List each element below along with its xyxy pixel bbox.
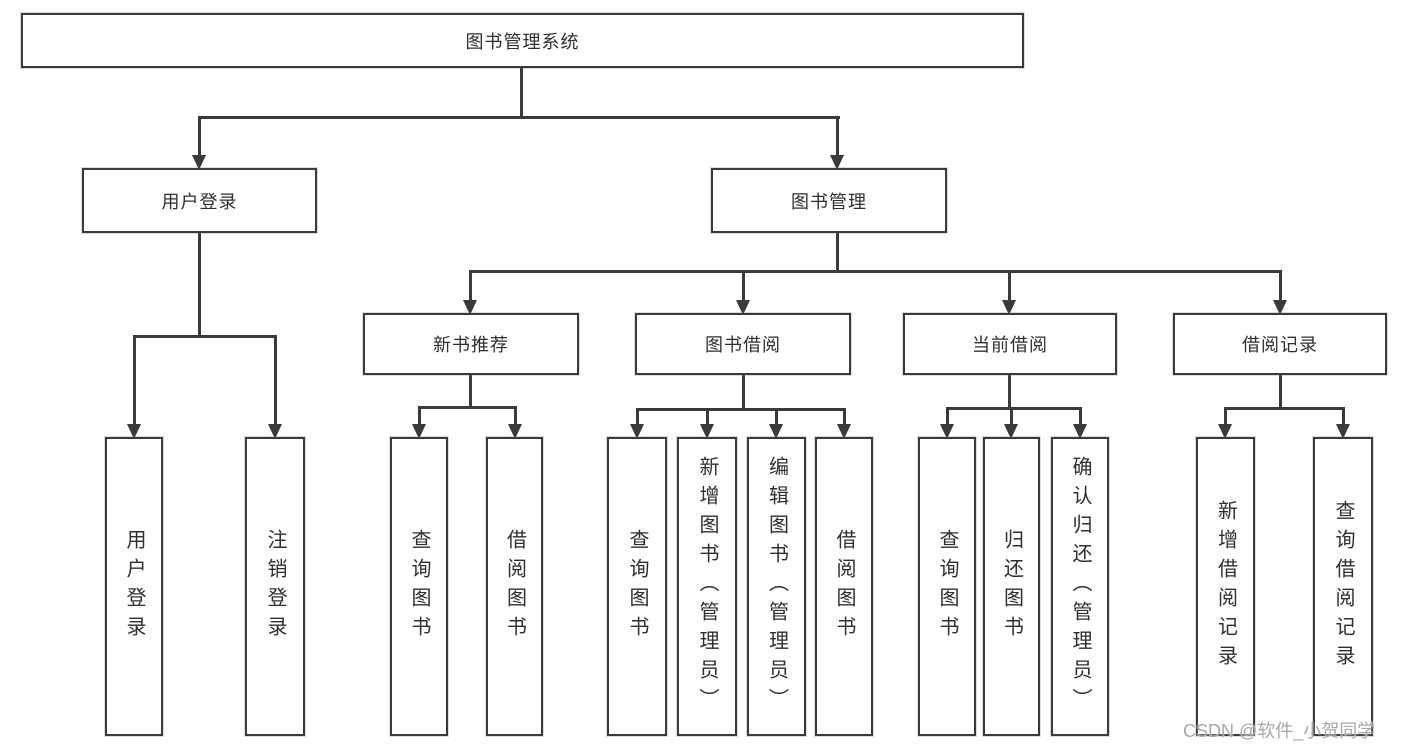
leaf-label: 新增借阅记录	[1214, 499, 1237, 674]
leaf-query-books-borrow: 查询图书	[607, 437, 667, 736]
connector-line	[1279, 375, 1282, 409]
connector-line	[946, 407, 1082, 410]
arrow-down-icon	[830, 155, 844, 170]
connector-line	[1279, 270, 1282, 301]
arrow-down-icon	[1273, 300, 1287, 315]
arrow-down-icon	[736, 300, 750, 315]
connector-line	[198, 233, 201, 337]
node-library-management-system: 图书管理系统	[21, 13, 1024, 68]
arrow-down-icon	[940, 424, 954, 439]
connector-line	[836, 233, 839, 272]
arrow-down-icon	[1218, 424, 1232, 439]
leaf-label: 注销登录	[264, 528, 286, 645]
leaf-label: 查询图书	[408, 528, 430, 645]
csdn-watermark: CSDN @软件_小贺同学	[1183, 721, 1376, 741]
connector-line	[274, 335, 277, 425]
connector-line	[1342, 407, 1345, 425]
leaf-label: 确认归还（管理员）	[1069, 456, 1091, 717]
node-current-borrowing: 当前借阅	[903, 313, 1117, 375]
node-user-login: 用户登录	[82, 168, 317, 233]
leaf-confirm-return-admin: 确认归还（管理员）	[1051, 437, 1109, 736]
connector-line	[1010, 407, 1013, 425]
connector-line	[198, 116, 840, 119]
arrow-down-icon	[700, 424, 714, 439]
arrow-down-icon	[630, 424, 644, 439]
connector-line	[775, 408, 778, 425]
arrow-down-icon	[1073, 424, 1087, 439]
node-borrowing-records: 借阅记录	[1173, 313, 1387, 375]
leaf-label: 查询图书	[936, 528, 958, 645]
arrow-down-icon	[508, 424, 522, 439]
connector-line	[514, 406, 517, 425]
node-book-management: 图书管理	[711, 168, 947, 233]
leaf-borrow-books-recommend: 借阅图书	[486, 437, 543, 736]
leaf-add-books-admin: 新增图书（管理员）	[677, 437, 737, 736]
connector-line	[469, 270, 1282, 273]
connector-line	[1079, 407, 1082, 425]
connector-line	[1008, 270, 1011, 301]
arrow-down-icon	[463, 300, 477, 315]
connector-line	[1008, 375, 1011, 409]
leaf-query-books-recommend: 查询图书	[390, 437, 448, 736]
connector-line	[1224, 407, 1345, 410]
leaf-label: 新增图书（管理员）	[696, 456, 718, 717]
connector-line	[469, 270, 472, 301]
arrow-down-icon	[1002, 300, 1016, 315]
connector-line	[418, 406, 421, 425]
arrow-down-icon	[268, 424, 282, 439]
leaf-label: 查询借阅记录	[1332, 499, 1354, 674]
connector-line	[469, 375, 472, 408]
leaf-edit-books-admin: 编辑图书（管理员）	[747, 437, 806, 736]
leaf-label: 用户登录	[123, 528, 145, 645]
connector-line	[706, 408, 709, 425]
connector-line	[742, 375, 745, 410]
leaf-label: 借阅图书	[833, 528, 855, 645]
connector-line	[843, 408, 846, 425]
leaf-label: 归还图书	[1000, 528, 1023, 645]
connector-line	[133, 335, 277, 338]
leaf-query-borrow-record: 查询借阅记录	[1313, 437, 1373, 736]
arrow-down-icon	[1336, 424, 1350, 439]
connector-line	[742, 270, 745, 301]
arrow-down-icon	[837, 424, 851, 439]
connector-line	[836, 116, 839, 156]
leaf-user-login: 用户登录	[105, 437, 163, 736]
arrow-down-icon	[412, 424, 426, 439]
leaf-return-books: 归还图书	[983, 437, 1040, 736]
leaf-add-borrow-record: 新增借阅记录	[1196, 437, 1255, 736]
leaf-label: 借阅图书	[503, 528, 526, 645]
leaf-query-books-current: 查询图书	[918, 437, 976, 736]
connector-line	[636, 408, 846, 411]
connector-line	[1224, 407, 1227, 425]
connector-line	[636, 408, 639, 425]
connector-line	[133, 335, 136, 425]
connector-line	[418, 406, 517, 409]
node-book-borrowing: 图书借阅	[635, 313, 851, 375]
leaf-label: 查询图书	[626, 528, 648, 645]
node-new-book-recommendation: 新书推荐	[363, 313, 579, 375]
arrow-down-icon	[1004, 424, 1018, 439]
leaf-logout: 注销登录	[245, 437, 305, 736]
arrow-down-icon	[127, 424, 141, 439]
leaf-label: 编辑图书（管理员）	[765, 456, 788, 717]
connector-line	[198, 116, 201, 156]
arrow-down-icon	[769, 424, 783, 439]
connector-line	[946, 407, 949, 425]
leaf-borrow-books: 借阅图书	[815, 437, 873, 736]
arrow-down-icon	[192, 155, 206, 170]
connector-line	[520, 68, 523, 118]
